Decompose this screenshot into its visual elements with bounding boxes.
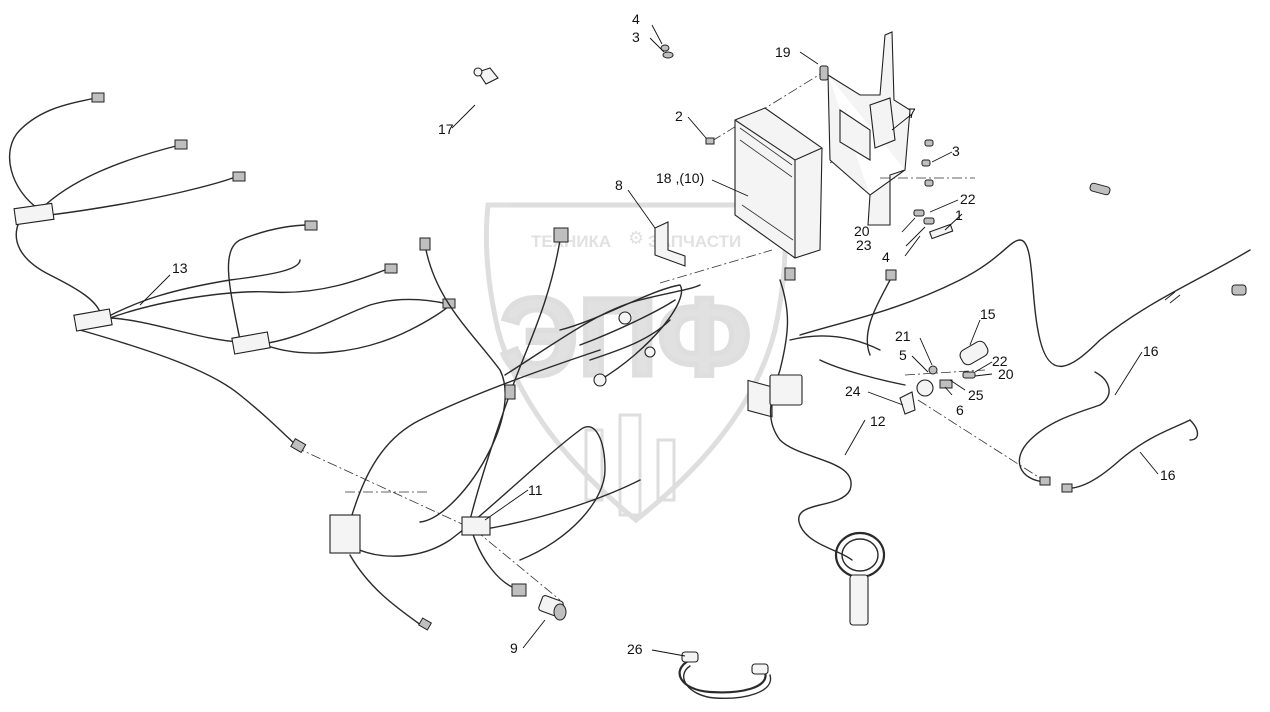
part-2-screw	[705, 137, 715, 145]
callout-3-right: 3	[952, 143, 960, 159]
part-8-bracket	[654, 221, 686, 267]
part-9-switch	[538, 595, 567, 621]
right-small-parts	[899, 340, 989, 415]
right-hardware	[913, 139, 1111, 240]
part-17-bulb	[473, 67, 499, 85]
callout-1: 1	[955, 207, 963, 223]
callout-20: 20	[854, 223, 870, 239]
callout-21: 21	[895, 328, 911, 344]
callout-8: 8	[615, 177, 623, 193]
callout-13: 13	[172, 260, 188, 276]
callout-16-bottom: 16	[1160, 467, 1176, 483]
callout-6: 6	[956, 402, 964, 418]
callout-labels: 4 3 19 2 7 3 22 1 20 23 4 17 8 18 ,(10) …	[172, 11, 1176, 657]
harness-13	[8, 92, 456, 454]
callout-25: 25	[968, 387, 984, 403]
callout-5: 5	[899, 347, 907, 363]
callout-4: 4	[632, 11, 640, 27]
callout-16-top: 16	[1143, 343, 1159, 359]
part-18-control-unit	[734, 107, 823, 418]
callout-2: 2	[675, 108, 683, 124]
callout-22-lower: 22	[992, 353, 1008, 369]
callout-4-right: 4	[882, 249, 890, 265]
watermark-right-text: ЗАПЧАСТИ	[648, 232, 741, 251]
callout-26: 26	[627, 641, 643, 657]
callout-9: 9	[510, 640, 518, 656]
callout-15: 15	[980, 306, 996, 322]
harness-16	[1018, 371, 1199, 493]
part-26-cable	[678, 651, 772, 699]
callout-7: 7	[908, 105, 916, 121]
callout-22: 22	[960, 191, 976, 207]
part-19-bolt	[819, 65, 829, 81]
callout-18: 18 ,(10)	[656, 170, 704, 186]
callout-19: 19	[775, 44, 791, 60]
part-4-3-nut	[660, 44, 674, 59]
part-7-bracket	[827, 31, 911, 226]
watermark-logo-text: ЭПФ	[500, 276, 751, 399]
leader-lines	[139, 24, 1159, 657]
callout-23: 23	[856, 237, 872, 253]
gear-icon: ⚙	[628, 228, 644, 249]
callout-20-lower: 20	[998, 366, 1014, 382]
callout-17: 17	[438, 121, 454, 137]
harness-11	[329, 227, 701, 631]
callout-24: 24	[845, 383, 861, 399]
callout-11: 11	[528, 482, 543, 498]
watermark-left-text: ТЕХНИКА	[531, 232, 611, 251]
watermark-logo: ТЕХНИКА ЗАПЧАСТИ ⚙ ЭПФ	[483, 202, 788, 524]
callout-3: 3	[632, 29, 640, 45]
harness-12	[769, 239, 1251, 626]
callout-12: 12	[870, 413, 886, 429]
